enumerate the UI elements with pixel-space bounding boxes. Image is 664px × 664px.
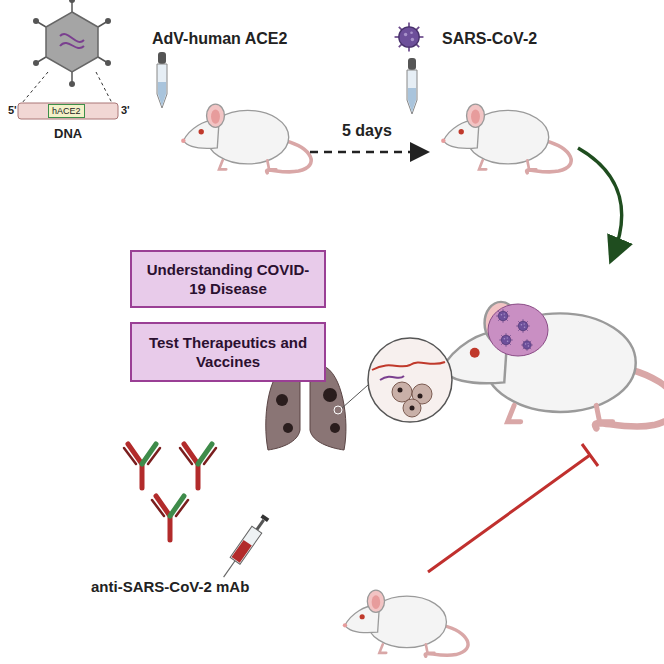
infected-mouse bbox=[438, 302, 664, 429]
vector-label: AdV-human ACE2 bbox=[152, 30, 287, 48]
dropper bbox=[407, 58, 417, 114]
node-text: hACE2 bbox=[52, 106, 81, 116]
strand-end: 3' bbox=[121, 104, 130, 116]
mouse bbox=[181, 104, 311, 173]
adenovirus bbox=[33, 0, 111, 87]
node-text: Understanding COVID-19 Disease bbox=[142, 260, 314, 299]
antibody bbox=[152, 496, 188, 540]
time-arrow bbox=[310, 151, 425, 154]
time-label: 5 days bbox=[342, 122, 392, 140]
node-text: Test Therapeutics and Vaccines bbox=[142, 333, 314, 372]
dropper bbox=[157, 52, 167, 108]
strand-end: 5' bbox=[8, 104, 17, 116]
virus-icon bbox=[395, 23, 424, 52]
dna-strand bbox=[18, 103, 118, 119]
treated-mouse bbox=[343, 590, 468, 656]
antibody bbox=[180, 444, 216, 488]
antibody-label: anti-SARS-CoV-2 mAb bbox=[91, 578, 249, 595]
antibody bbox=[124, 444, 160, 488]
syringe bbox=[219, 513, 271, 581]
virus-label: SARS-CoV-2 bbox=[442, 30, 537, 48]
mouse bbox=[441, 104, 571, 173]
inhibition-line bbox=[428, 444, 598, 572]
dna-label: DNA bbox=[54, 126, 82, 141]
lung-lesions bbox=[488, 304, 548, 356]
curved-arrow bbox=[578, 148, 622, 258]
process-box: Understanding COVID-19 Disease bbox=[130, 250, 326, 308]
gene-box: hACE2 bbox=[48, 104, 85, 118]
process-box: Test Therapeutics and Vaccines bbox=[130, 322, 326, 382]
